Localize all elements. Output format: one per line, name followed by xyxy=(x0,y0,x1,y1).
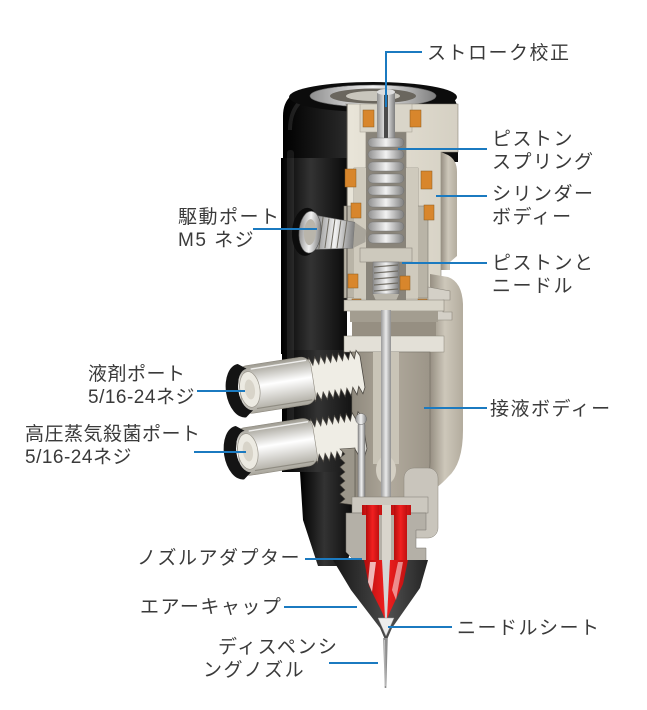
label-sterilization-port: 高圧蒸気殺菌ポート 5/16-24ネジ xyxy=(25,424,201,468)
wetted-body-exterior xyxy=(427,152,463,491)
dispensing-needle xyxy=(383,638,388,688)
piston-spring xyxy=(367,137,405,244)
air-cap-cone xyxy=(333,560,428,642)
label-piston-and-needle: ピストンと ニードル xyxy=(492,253,595,297)
label-stroke-calibration: ストローク校正 xyxy=(427,43,571,64)
drive-port xyxy=(291,207,367,256)
label-air-cap: エアーキャップ xyxy=(140,597,283,618)
guide-pin xyxy=(355,413,367,500)
label-drive-port: 駆動ポート M5 ネジ xyxy=(178,207,281,251)
label-needle-seat: ニードルシート xyxy=(457,618,601,639)
label-nozzle-adapter: ノズルアダプター xyxy=(137,548,302,569)
label-piston-spring: ピストン スプリング xyxy=(492,129,595,173)
needle-shaft xyxy=(381,310,391,572)
label-wetted-body: 接液ボディー xyxy=(490,399,612,420)
body-flange xyxy=(343,299,445,353)
leader-lines xyxy=(194,51,487,664)
label-liquid-port: 液剤ポート 5/16-24ネジ xyxy=(88,364,195,408)
label-dispensing-nozzle: ディスペンシ ングノズル xyxy=(203,637,339,681)
nozzle-adapter xyxy=(339,447,439,567)
label-cylinder-body: シリンダー ボディー xyxy=(492,184,595,228)
liquid-port xyxy=(225,349,366,418)
